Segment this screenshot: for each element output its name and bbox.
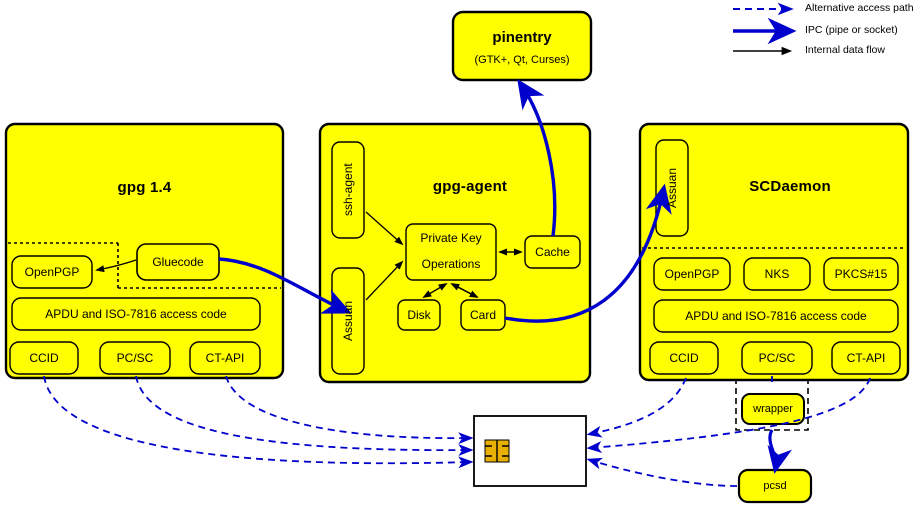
scdaemon-driver-ccid: CCID [669, 351, 699, 365]
gpg-agent-ssh-agent-label: ssh-agent [341, 163, 355, 217]
pinentry-title: pinentry [492, 28, 552, 46]
gpg14-driver-pcsc: PC/SC [116, 351, 154, 365]
block-gpg-agent[interactable] [318, 122, 592, 384]
legend-label-internal: Internal data flow [805, 44, 885, 56]
legend-label-alt-paths: Alternative access paths [805, 2, 914, 14]
scdaemon-driver-ctapi: CT-API [846, 351, 886, 365]
gpg14-gluecode-label: Gluecode [152, 255, 204, 269]
scdaemon-driver-pcsc: PC/SC [758, 351, 796, 365]
smartcard-chip-icon [484, 439, 510, 463]
scdaemon-assuan-label: Assuan [665, 167, 679, 209]
scdaemon-title: SCDaemon [749, 177, 831, 195]
scdaemon-app-nks: NKS [764, 267, 790, 281]
block-pcsd[interactable] [737, 468, 813, 504]
alt-scd-ctapi-to-card [586, 377, 871, 453]
gpg-agent-disk-label: Disk [407, 308, 431, 322]
gpg14-apdu-label: APDU and ISO-7816 access code [45, 307, 227, 321]
pcsd-label: pcsd [763, 480, 787, 492]
gpg14-driver-ccid: CCID [29, 351, 59, 365]
block-wrapper[interactable] [735, 379, 809, 431]
alt-gpg-ccid-to-card [43, 375, 474, 469]
alt-gpg-ctapi-to-card [225, 375, 474, 445]
gpg-agent-cache-label: Cache [535, 245, 570, 259]
alt-pcsd-to-card [586, 457, 738, 487]
smartcard[interactable] [473, 415, 587, 487]
private-key-ops-line2: Operations [421, 257, 481, 271]
gpg14-title: gpg 1.4 [117, 178, 172, 196]
alt-gpg-pcsc-to-card [135, 375, 474, 457]
legend-label-ipc: IPC (pipe or socket) [805, 24, 898, 36]
block-gpg14[interactable] [4, 122, 285, 380]
private-key-ops-line1: Private Key [420, 231, 482, 245]
pinentry-subtitle: (GTK+, Qt, Curses) [474, 54, 570, 66]
scdaemon-apdu-label: APDU and ISO-7816 access code [685, 309, 867, 323]
gpg-agent-card-label: Card [469, 308, 496, 322]
ipc-gluecode-to-assuan [218, 257, 352, 314]
gpg-agent-assuan-label: Assuan [341, 300, 355, 342]
scdaemon-app-pkcs15: PKCS#15 [834, 267, 888, 281]
alt-scd-ccid-to-card [586, 377, 687, 438]
gpg-agent-title: gpg-agent [432, 177, 508, 195]
gpg14-driver-ctapi: CT-API [205, 351, 245, 365]
block-scdaemon[interactable] [638, 122, 910, 382]
gpg14-openpgp-label: OpenPGP [24, 265, 80, 279]
legend-glyphs [733, 2, 797, 56]
wrapper-label: wrapper [753, 403, 793, 415]
scdaemon-app-openpgp: OpenPGP [664, 267, 720, 281]
ipc-wrapper-to-pcsd [767, 429, 792, 474]
ipc-cache-to-pinentry [517, 78, 557, 237]
ipc-card-to-scdaemon [504, 183, 672, 323]
block-pinentry[interactable] [451, 10, 593, 82]
